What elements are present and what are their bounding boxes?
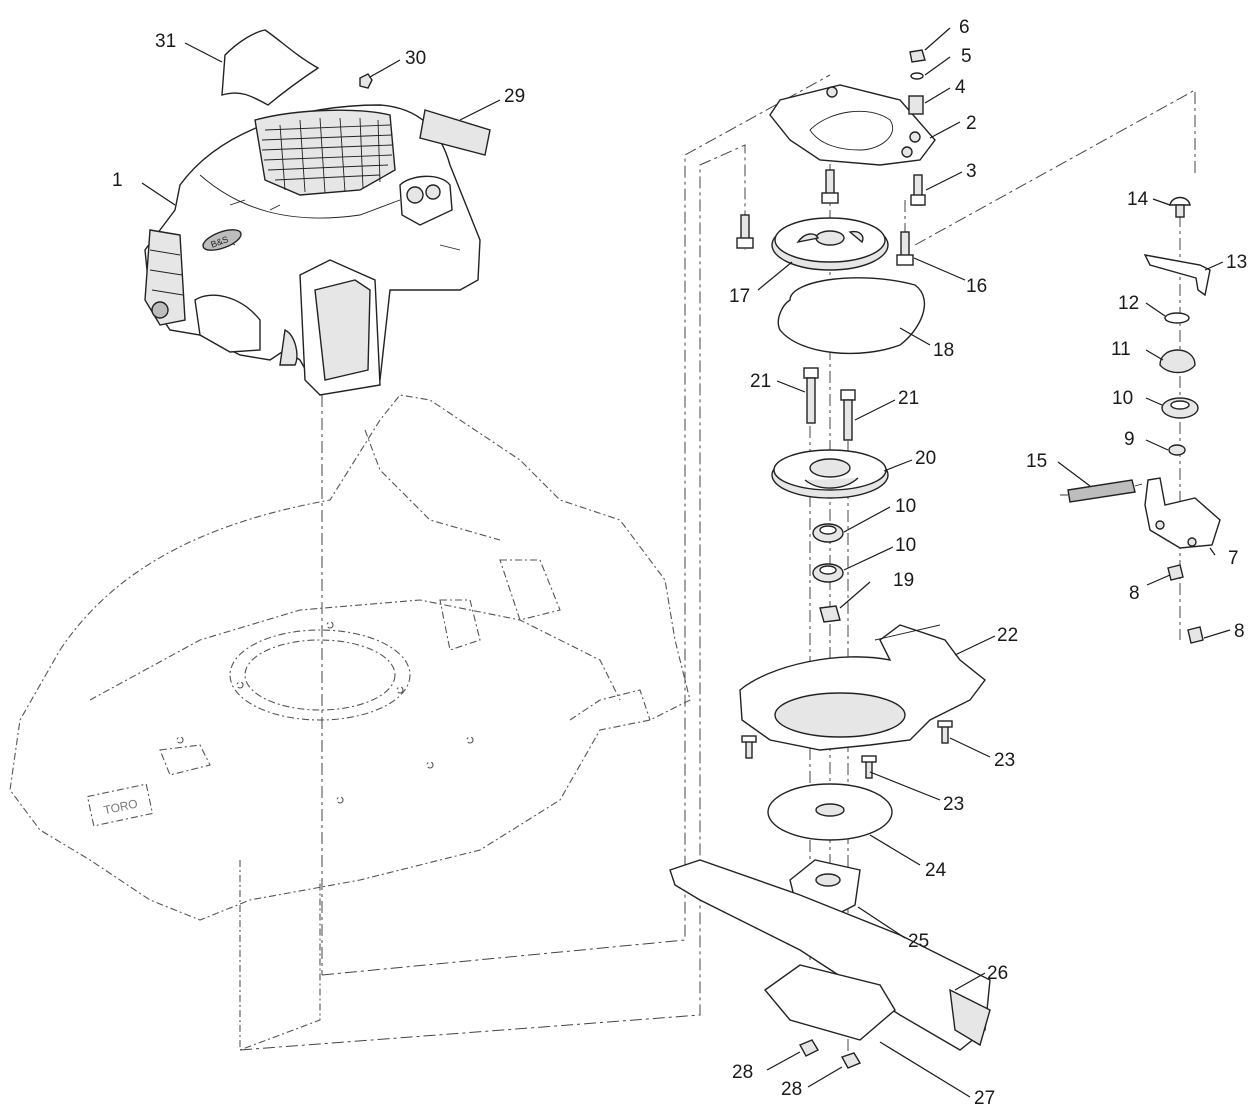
callout-23-right: 23: [994, 750, 1015, 771]
callout-1: 1: [112, 170, 123, 191]
callout-2: 2: [966, 113, 977, 134]
callout-31: 31: [155, 31, 176, 52]
callout-28-right: 28: [781, 1079, 802, 1100]
callout-5: 5: [961, 46, 972, 67]
nut-19: [819, 605, 841, 623]
callout-12: 12: [1118, 293, 1139, 314]
mower-deck: TORO: [9, 394, 691, 1051]
bolt-center-upper: [821, 169, 839, 204]
callout-7: 7: [1228, 548, 1239, 569]
callout-26: 26: [987, 963, 1008, 984]
callout-29: 29: [504, 86, 525, 107]
plate-27: [763, 964, 896, 1041]
deck-logo-text: TORO: [102, 796, 139, 817]
bracket-13: [1143, 254, 1211, 297]
callout-16: 16: [966, 276, 987, 297]
nut-8-left: [1167, 564, 1184, 581]
washer-12: [1164, 312, 1190, 324]
callout-22: 22: [997, 625, 1018, 646]
bearing-10-lower: [812, 563, 844, 583]
screw-23-c: [937, 720, 953, 744]
pulley-17: [771, 217, 889, 271]
callout-20: 20: [915, 448, 936, 469]
engine-air-grille: [261, 117, 393, 194]
callout-18: 18: [933, 340, 954, 361]
screw-23-a: [741, 735, 757, 759]
bolt-21-left: [803, 367, 819, 424]
nut-28-left: [799, 1039, 819, 1057]
bearing-10-right: [1161, 397, 1199, 419]
callout-21-right: 21: [898, 388, 919, 409]
callout-4: 4: [955, 77, 966, 98]
bracket-2: [769, 84, 936, 166]
disc-24: [767, 783, 893, 841]
callout-25: 25: [908, 931, 929, 952]
callout-10-upper: 10: [895, 496, 916, 517]
callout-15: 15: [1026, 451, 1047, 472]
bolt-21-right: [840, 389, 856, 441]
hub-20: [771, 449, 889, 499]
callout-23-lower: 23: [943, 794, 964, 815]
callout-labels: 1 2 3 4 5 6 7 8 8 9 10 10 10 11 12 13 14…: [112, 17, 1247, 1109]
callout-3: 3: [966, 161, 977, 182]
callout-27: 27: [974, 1088, 995, 1109]
fastener-stack-4-5-6: [908, 49, 926, 115]
decal-31: [221, 29, 320, 106]
callout-21-left: 21: [750, 371, 771, 392]
deck-logo: TORO: [86, 783, 154, 827]
callout-24: 24: [925, 860, 947, 881]
bushing-9: [1168, 444, 1186, 456]
cap-11: [1159, 349, 1196, 374]
belt-18: [777, 277, 926, 355]
callout-28-left: 28: [732, 1062, 753, 1083]
leader-lines: [141, 27, 1231, 1098]
label-29: [419, 109, 491, 156]
pin-14: [1169, 196, 1191, 218]
nut-30: [359, 73, 373, 89]
bearing-10-upper: [812, 523, 844, 543]
callout-9: 9: [1124, 429, 1135, 450]
bolt-16: [896, 231, 914, 266]
bolt-left-upper: [736, 214, 754, 249]
callout-6: 6: [959, 17, 970, 38]
screw-23-b: [861, 755, 877, 779]
callout-14: 14: [1127, 189, 1149, 210]
callout-19: 19: [893, 570, 914, 591]
callout-8-left: 8: [1129, 583, 1140, 604]
spring-15: [1060, 479, 1143, 503]
stud-3: [910, 174, 926, 206]
callout-11: 11: [1111, 339, 1131, 360]
shroud-22: [739, 624, 986, 751]
engine: B&S: [144, 104, 481, 396]
callout-10-right: 10: [1112, 388, 1133, 409]
arm-7: [1144, 477, 1221, 549]
callout-17: 17: [729, 286, 750, 307]
callout-30: 30: [405, 48, 426, 69]
engine-logo: B&S: [202, 229, 242, 251]
callout-10-lower: 10: [895, 535, 916, 556]
nut-8-right: [1187, 626, 1204, 644]
nut-28-right: [840, 1052, 862, 1069]
callout-13: 13: [1226, 252, 1247, 273]
callout-8-right: 8: [1234, 621, 1245, 642]
